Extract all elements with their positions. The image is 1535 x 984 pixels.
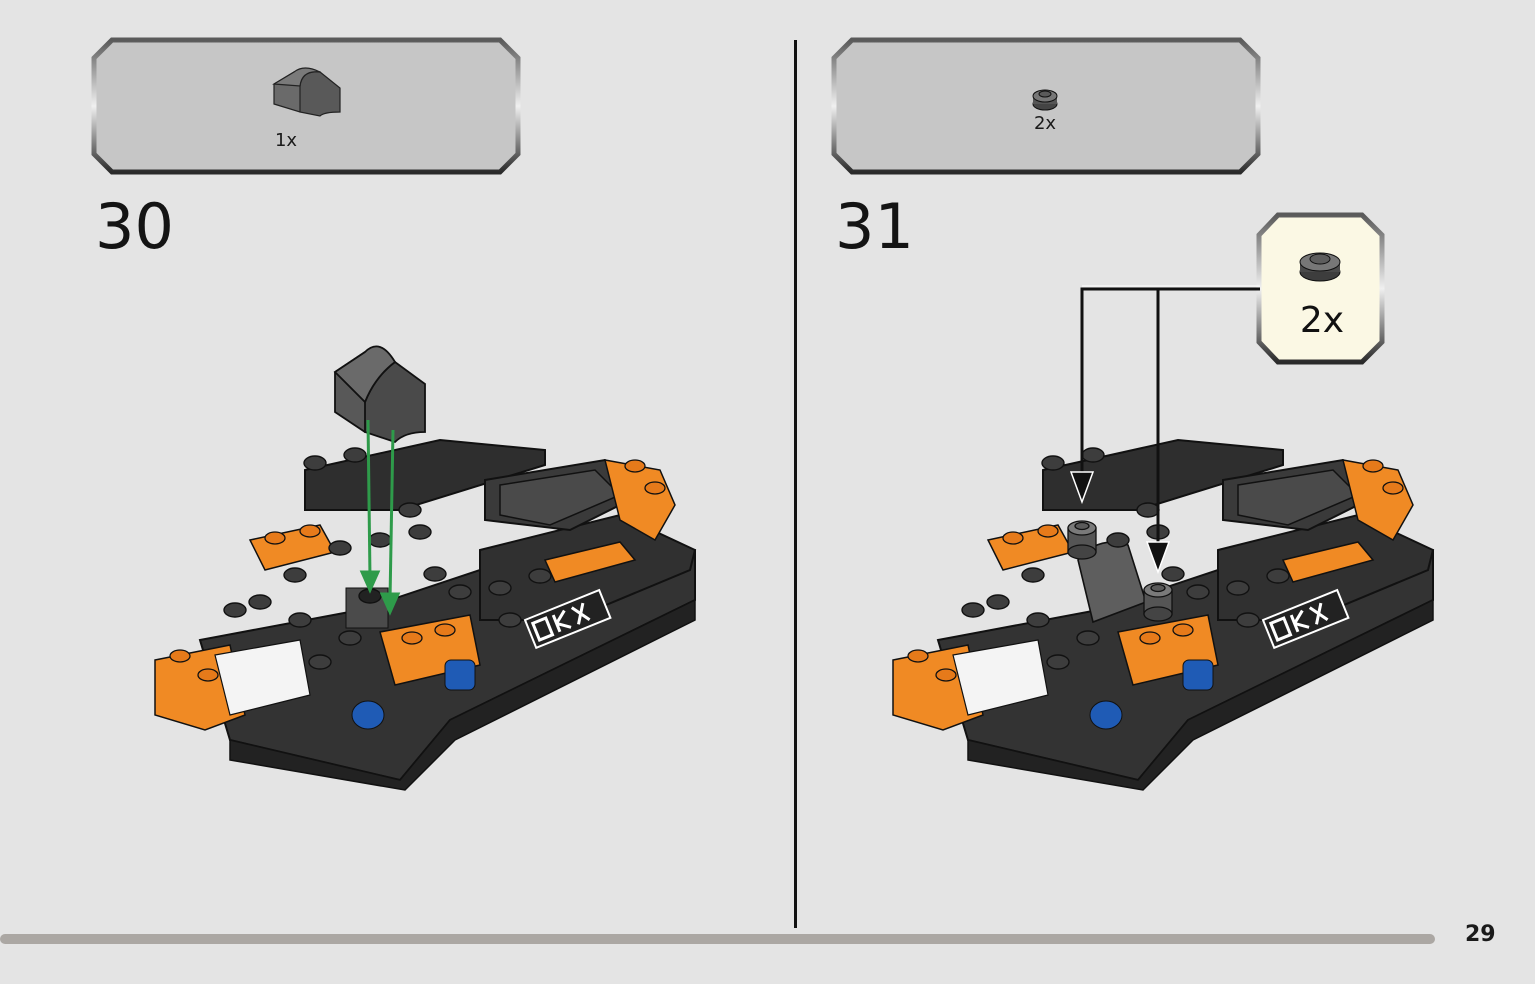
placed-round-plates: [1067, 520, 1173, 622]
model-step-31: [892, 438, 1435, 791]
parts-list-box-step-30: [91, 37, 521, 175]
round-plate-part-icon: [1032, 89, 1058, 111]
step-number-31: 31: [835, 190, 914, 263]
callout-count: 2x: [1299, 300, 1345, 341]
callout-box-step-31: [1256, 212, 1385, 365]
green-guide-lines: [359, 419, 401, 616]
callout-arrows: [1069, 285, 1260, 575]
model-body: [154, 438, 697, 791]
progress-bar-track: [0, 934, 1435, 944]
parts-count-step-30: 1x: [274, 130, 298, 151]
page-number: 29: [1465, 922, 1496, 947]
step-number-30: 30: [95, 190, 174, 263]
incoming-curved-slope-brick: [333, 345, 426, 444]
parts-list-box-step-31: [831, 37, 1261, 175]
parts-count-step-31: 2x: [1033, 113, 1057, 134]
callout-round-plate-icon: [1299, 252, 1341, 282]
model-body: [892, 438, 1435, 791]
curved-slope-part-icon: [272, 67, 341, 117]
step-divider: [794, 40, 797, 928]
model-step-30: [154, 345, 697, 791]
